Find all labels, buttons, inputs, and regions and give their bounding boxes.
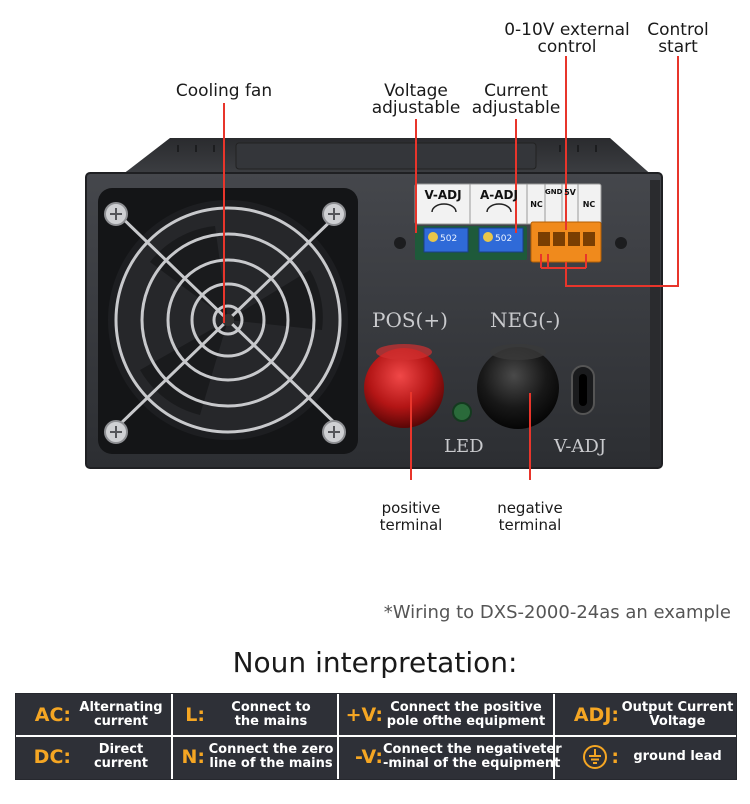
desc-line1: ground lead — [633, 749, 722, 764]
desc-line1: Alternating — [79, 700, 163, 715]
callout-line1: Voltage — [384, 81, 448, 101]
glossary-item-plus-v: +V: Connect the positive pole ofthe equi… — [339, 695, 553, 735]
callout-line2: adjustable — [471, 98, 561, 118]
desc-line2: Voltage — [649, 714, 706, 729]
col-divider — [171, 694, 173, 779]
callout-line1: 0-10V external — [504, 20, 630, 40]
callout-line1: negative — [497, 499, 563, 517]
glossary-desc: Alternating current — [71, 701, 171, 729]
led-label: LED — [444, 436, 484, 457]
negative-terminal-knob — [477, 347, 559, 429]
glossary-abbr: N: — [181, 746, 206, 768]
desc-line1: Output Current — [621, 700, 734, 715]
ground-abbr: : — [555, 744, 619, 770]
gnd-label: GND — [545, 188, 563, 196]
callout-current-adjustable: Current adjustable — [468, 83, 564, 117]
status-led — [452, 402, 472, 422]
vadj-bottom-label: V-ADJ — [554, 436, 607, 457]
callout-line2: start — [658, 37, 698, 57]
callout-line1: Current — [484, 81, 548, 101]
glossary-item-dc: DC: Direct current — [16, 737, 171, 777]
pot-value-2: 502 — [495, 234, 513, 244]
glossary-item-l: L: Connect to the mains — [173, 695, 337, 735]
glossary-item-ac: AC: Alternating current — [16, 695, 171, 735]
wiring-note: *Wiring to DXS-2000-24as an example — [383, 602, 731, 623]
row-divider — [16, 735, 736, 737]
desc-line2: current — [93, 756, 149, 771]
desc-line2: current — [93, 714, 149, 729]
desc-line2: line of the mains — [209, 756, 333, 771]
callout-line1: positive — [381, 499, 441, 517]
positive-terminal-knob — [364, 348, 444, 428]
callout-cooling-fan: Cooling fan — [175, 81, 273, 101]
glossary-item-adj: ADJ: Output Current Voltage — [555, 695, 736, 735]
glossary-item-minus-v: -V: Connect the negativeter -minal of th… — [339, 737, 562, 777]
glossary-desc: Direct current — [71, 743, 171, 771]
glossary-item-n: N: Connect the zero line of the mains — [173, 737, 337, 777]
callout-line2: terminal — [379, 516, 443, 534]
desc-line2: pole ofthe equipment — [386, 714, 546, 729]
pos-label: POS(+) — [372, 308, 448, 332]
glossary-abbr: : — [611, 746, 619, 768]
glossary-desc: Connect to the mains — [205, 701, 337, 729]
pot-value-1: 502 — [440, 234, 458, 244]
five-v-label: 5V — [564, 188, 576, 197]
callout-line1: Control — [647, 20, 709, 40]
glossary-desc: Output Current Voltage — [619, 701, 736, 729]
glossary-abbr: DC: — [33, 746, 71, 768]
desc-line1: Connect the negativeter — [383, 742, 562, 757]
desc-line1: Connect the zero — [208, 742, 334, 757]
desc-line1: Direct — [98, 742, 144, 757]
callout-line2: terminal — [498, 516, 562, 534]
neg-label: NEG(-) — [490, 308, 561, 332]
glossary-abbr: AC: — [34, 704, 71, 726]
col-divider — [553, 694, 555, 779]
ground-icon — [583, 745, 608, 769]
power-supply-illustration — [85, 56, 679, 480]
nc-right-label: NC — [582, 200, 596, 209]
top-label-plate — [235, 142, 537, 170]
glossary-abbr: +V: — [345, 704, 383, 726]
vadj-label: V-ADJ — [424, 188, 462, 202]
callout-line2: adjustable — [371, 98, 461, 118]
callout-line2: control — [537, 37, 597, 57]
desc-line2: -minal of the equipment — [383, 756, 561, 771]
glossary-desc: Connect the positive pole ofthe equipmen… — [383, 701, 549, 729]
callout-positive-terminal: positive terminal — [371, 500, 451, 534]
glossary-table: AC: Alternating current L: Connect to th… — [15, 693, 737, 780]
nc-left-label: NC — [530, 200, 543, 209]
glossary-item-ground: : ground lead — [555, 737, 736, 777]
desc-line1: Connect to — [231, 700, 311, 715]
glossary-desc: Connect the zero line of the mains — [205, 743, 337, 771]
callout-control-start: Control start — [638, 22, 718, 56]
col-divider — [337, 694, 339, 779]
glossary-abbr: L: — [185, 704, 205, 726]
callout-voltage-adjustable: Voltage adjustable — [368, 83, 464, 117]
callout-negative-terminal: negative terminal — [490, 500, 570, 534]
glossary-abbr: -V: — [355, 746, 383, 768]
callout-external-control: 0-10V external control — [502, 22, 632, 56]
desc-line2: the mains — [234, 714, 308, 729]
glossary-desc: ground lead — [619, 750, 736, 764]
glossary-abbr: ADJ: — [573, 704, 619, 726]
aadj-label: A-ADJ — [480, 188, 518, 202]
section-title: Noun interpretation: — [232, 646, 518, 679]
glossary-desc: Connect the negativeter -minal of the eq… — [383, 742, 562, 771]
desc-line1: Connect the positive — [390, 700, 542, 715]
